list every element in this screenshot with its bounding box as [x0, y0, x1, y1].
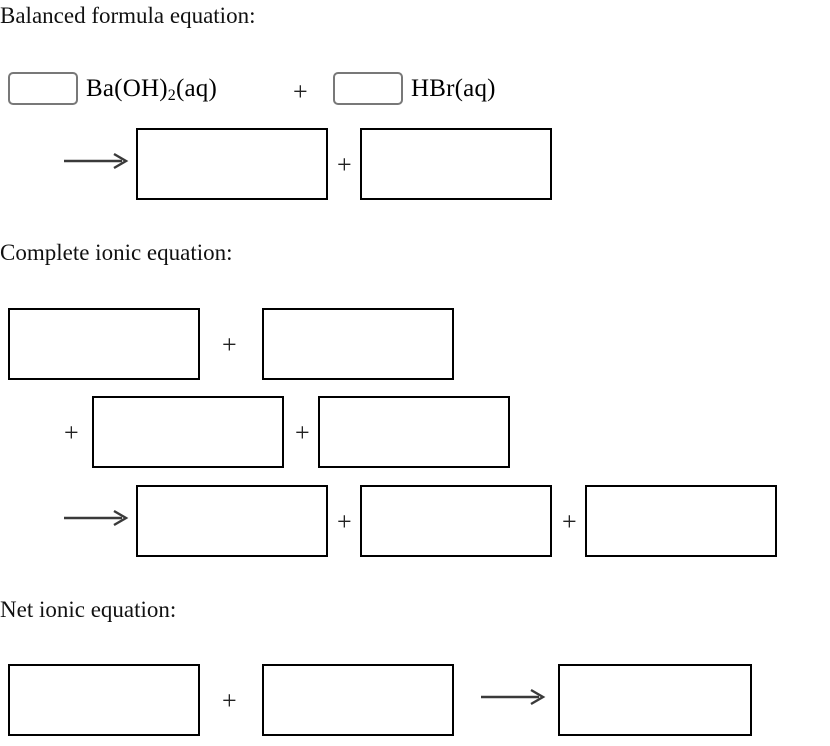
complete-ionic-row3-box-3[interactable] — [585, 485, 777, 557]
reaction-arrow-icon-complete-ionic — [62, 509, 132, 529]
complete-ionic-row1-box-2[interactable] — [262, 308, 454, 380]
complete-ionic-row2-leading-plus: + — [64, 418, 79, 447]
net-ionic-box-3[interactable] — [558, 664, 752, 736]
balanced-reactant-species-1: Ba(OH)2(aq) — [86, 75, 217, 104]
complete-ionic-row3-box-1[interactable] — [136, 485, 328, 557]
balanced-product-box-2[interactable] — [360, 128, 552, 200]
complete-ionic-row2-box-2[interactable] — [318, 396, 510, 468]
complete-ionic-row3-plus-1: + — [337, 507, 352, 536]
balanced-coefficient-input-1[interactable] — [8, 72, 78, 105]
complete-ionic-row1-box-1[interactable] — [8, 308, 200, 380]
balanced-formula-heading: Balanced formula equation: — [0, 3, 256, 28]
complete-ionic-row2-plus: + — [295, 418, 310, 447]
complete-ionic-row3-box-2[interactable] — [360, 485, 552, 557]
complete-ionic-heading: Complete ionic equation: — [0, 240, 233, 265]
net-ionic-box-1[interactable] — [8, 664, 200, 736]
balanced-reactant-plus: + — [293, 77, 308, 106]
net-ionic-plus: + — [222, 686, 237, 715]
complete-ionic-row1-plus: + — [222, 330, 237, 359]
balanced-product-plus: + — [337, 150, 352, 179]
net-ionic-heading: Net ionic equation: — [0, 597, 177, 622]
balanced-product-box-1[interactable] — [136, 128, 328, 200]
reaction-arrow-icon-balanced — [62, 152, 132, 172]
complete-ionic-row2-box-1[interactable] — [92, 396, 284, 468]
reaction-arrow-icon-net-ionic — [479, 688, 549, 708]
subscript-2: 2 — [167, 87, 176, 104]
net-ionic-box-2[interactable] — [262, 664, 454, 736]
balanced-reactant-species-2: HBr(aq) — [411, 75, 496, 102]
complete-ionic-row3-plus-2: + — [562, 507, 577, 536]
balanced-coefficient-input-2[interactable] — [333, 72, 403, 105]
